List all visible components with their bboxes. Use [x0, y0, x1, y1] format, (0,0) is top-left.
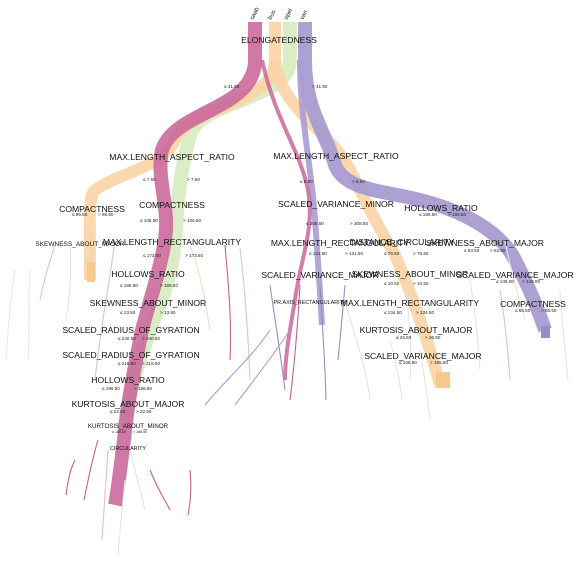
ribbon-saab-main — [108, 22, 262, 507]
node-n24: KURTOSIS_ABOUT_MAJOR — [72, 399, 185, 409]
edge-label-e22: > 63.50 — [490, 248, 506, 253]
node-n8: MAX.LENGTH_RECTANGULARITY — [103, 237, 242, 247]
class-label-opel: opel — [283, 8, 294, 21]
edge-label-e42: > 165.50 — [430, 360, 448, 365]
edge-label-e37: ≤ 26.50 — [396, 335, 412, 340]
node-n15: SCALED_VARIANCE_MAJOR — [456, 270, 573, 280]
node-n11: SKEWNESS_ABOUT_MAJOR — [426, 238, 544, 248]
ribbon-van-main — [298, 22, 552, 333]
edge-label-e38: > 26.50 — [425, 335, 441, 340]
edge-label-e29: ≤ 13.50 — [120, 310, 136, 315]
node-labels: ELONGATEDNESS MAX.LENGTH_ASPECT_RATIO MA… — [35, 35, 573, 452]
node-n5: SCALED_VARIANCE_MINOR — [278, 199, 394, 209]
node-n3: COMPACTNESS — [59, 204, 125, 214]
class-flow-ribbons — [83, 22, 552, 507]
edge-labels: ≤ 41.50 > 41.50 ≤ 7.50 > 7.50 ≤ 8.50 > 8… — [72, 84, 557, 434]
edge-label-e9: ≤ 106.50 — [140, 218, 158, 223]
class-label-saab: saab — [249, 6, 261, 21]
edge-label-e10: > 106.50 — [183, 218, 201, 223]
node-n2: MAX.LENGTH_ASPECT_RATIO — [273, 151, 399, 161]
node-n25: KURTOSIS_ABOUT_MINOR — [88, 423, 169, 430]
edge-label-e34: > 85.50 — [541, 308, 557, 313]
node-n18: SKEWNESS_ABOUT_MINOR — [90, 298, 207, 308]
node-n10: DISTANCE_CIRCULARITY — [350, 237, 455, 247]
edge-label-e20: > 76.50 — [413, 251, 429, 256]
edge-label-e24: > 195.50 — [160, 283, 178, 288]
edge-label-e13: ≤ 189.50 — [419, 212, 437, 217]
node-n27: PR.AXIS_RECTANGULARITY — [274, 300, 347, 306]
edge-label-e21: ≤ 63.50 — [464, 248, 480, 253]
edge-label-e3: ≤ 7.50 — [143, 177, 156, 182]
edge-label-e40: > 218.50 — [142, 361, 160, 366]
node-n22: SCALED_VARIANCE_MAJOR — [364, 351, 481, 361]
edge-label-e11: ≤ 308.50 — [306, 221, 324, 226]
node-n16: COMPACTNESS — [500, 299, 566, 309]
leaf-bus — [87, 262, 95, 282]
node-n12: HOLLOWS_RATIO — [111, 269, 185, 279]
leaf-bus-2 — [436, 372, 450, 388]
node-n14: SKEWNESS_ABOUT_MINOR — [352, 269, 469, 279]
root-node: ELONGATEDNESS — [241, 35, 317, 45]
node-n20: KURTOSIS_ABOUT_MAJOR — [360, 325, 473, 335]
edge-label-e43: ≤ 196.50 — [102, 386, 120, 391]
edge-label-e35: ≤ 240.50 — [118, 336, 136, 341]
edge-label-e30: > 13.50 — [160, 310, 176, 315]
node-n4: COMPACTNESS — [139, 200, 205, 210]
node-n21: SCALED_RADIUS_OF_GYRATION — [62, 350, 199, 360]
edge-label-e41: ≤ 165.50 — [399, 360, 417, 365]
edge-label-e46: > 22.50 — [136, 409, 152, 414]
edge-label-e33: ≤ 85.50 — [515, 308, 531, 313]
edge-label-e4: > 7.50 — [187, 177, 200, 182]
node-n7: SKEWNESS_ABOUT_MAJOR — [35, 241, 125, 248]
edge-label-e31: ≤ 134.50 — [384, 310, 402, 315]
edge-label-e27: ≤ 149.00 — [496, 279, 514, 284]
edge-label-e26: > 10.50 — [413, 281, 429, 286]
edge-label-e19: ≤ 76.50 — [384, 251, 400, 256]
edge-label-e44: > 196.50 — [134, 386, 152, 391]
edge-label-e48: > 188.50 — [133, 430, 147, 434]
edge-label-e45: ≤ 22.50 — [110, 409, 126, 414]
edge-label-e28: > 149.00 — [522, 279, 540, 284]
ribbon-saab-right — [260, 59, 312, 381]
class-labels: saab bus opel van — [249, 6, 309, 21]
node-n17: MAX.LENGTH_RECTANGULARITY — [341, 298, 480, 308]
edge-label-e15: ≤ 173.50 — [143, 253, 161, 258]
edge-label-e5: ≤ 8.50 — [300, 179, 313, 184]
node-n13: SCALED_VARIANCE_MAJOR — [261, 270, 378, 280]
node-n23: HOLLOWS_RATIO — [91, 375, 165, 385]
node-n26: CIRCULARITY — [110, 446, 146, 452]
node-n9: MAX.LENGTH_RECTANGULARITY — [271, 238, 410, 248]
node-n19: SCALED_RADIUS_OF_GYRATION — [62, 325, 199, 335]
edge-label-e16: > 173.50 — [185, 253, 203, 258]
class-label-bus: bus — [267, 10, 277, 21]
edge-label-e17: ≤ 131.50 — [309, 251, 327, 256]
edge-label-e39: ≤ 218.50 — [118, 361, 136, 366]
edge-label-e1: ≤ 41.50 — [224, 84, 240, 89]
edge-label-e6: > 8.50 — [352, 179, 365, 184]
edge-label-e2: > 41.50 — [312, 84, 328, 89]
edge-label-e14: > 189.50 — [448, 212, 466, 217]
thin-branches — [5, 239, 569, 556]
edge-label-e18: > 131.50 — [345, 251, 363, 256]
edge-label-e12: > 308.50 — [350, 221, 368, 226]
leaf-van — [541, 326, 550, 338]
node-n1: MAX.LENGTH_ASPECT_RATIO — [109, 152, 235, 162]
edge-label-e47: ≤ 188.50 — [112, 430, 126, 434]
edge-label-e32: > 134.50 — [416, 310, 434, 315]
edge-label-e7: ≤ 95.50 — [72, 212, 88, 217]
edge-label-e23: ≤ 195.50 — [120, 283, 138, 288]
edge-label-e25: ≤ 10.50 — [384, 281, 400, 286]
edge-label-e36: > 240.50 — [142, 336, 160, 341]
edge-label-e8: > 95.50 — [98, 212, 114, 217]
node-n6: HOLLOWS_RATIO — [404, 203, 478, 213]
class-label-van: van — [299, 10, 309, 21]
